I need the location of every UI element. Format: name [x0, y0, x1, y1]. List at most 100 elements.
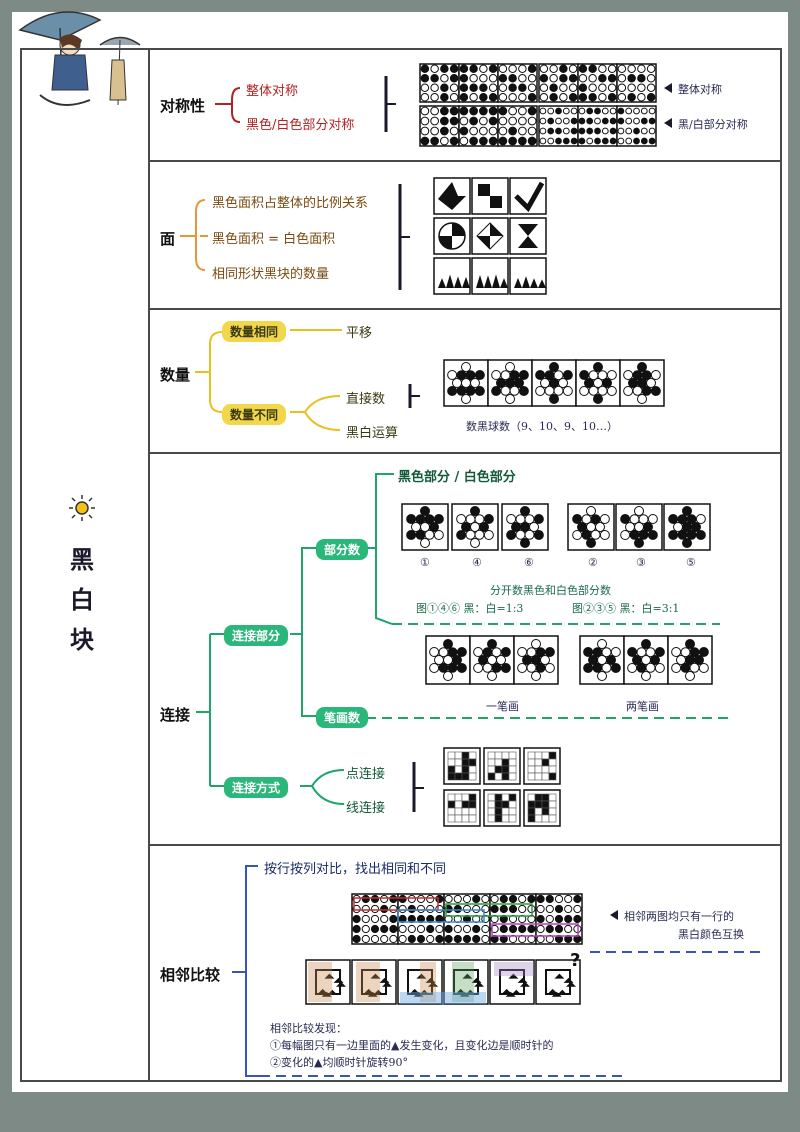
circled-number: ④ [472, 556, 482, 569]
figure-ball [593, 394, 603, 404]
figure-ball [474, 386, 485, 396]
figure-grid-square [508, 800, 517, 809]
area-branch: 黑色面积 = 白色面积 [212, 232, 336, 247]
figure-ball [447, 647, 458, 658]
figure-grid-square [501, 765, 510, 774]
figure-dot [488, 74, 498, 83]
figure-grid-square [461, 800, 470, 809]
figure-grid-square [461, 751, 470, 760]
figure-dot [361, 924, 370, 934]
figure-ball [623, 370, 634, 380]
circled-number: ① [420, 556, 430, 569]
symmetry-note: 整体对称 [678, 83, 722, 96]
figure-ball [529, 522, 539, 532]
main-title-char: 块 [70, 626, 96, 654]
figure-ball [526, 647, 537, 658]
figure-dot [499, 894, 508, 904]
figure-dot [352, 934, 361, 944]
figure-dot [549, 83, 558, 92]
figure-ball [668, 514, 679, 524]
highlight-box [353, 897, 439, 911]
count-leaf: 直接数 [346, 392, 386, 407]
figure-triangle [563, 977, 574, 983]
figure-dot [646, 74, 656, 83]
figure-dot [594, 127, 601, 135]
figure-dot [449, 136, 459, 146]
figure-ball [491, 647, 502, 658]
figure-ball [549, 394, 559, 404]
figure-shape [454, 276, 462, 288]
figure-dot [370, 924, 380, 934]
figure-ball [540, 655, 550, 665]
figure-dot [459, 64, 469, 73]
figure-ball [524, 514, 535, 525]
figure-dot [426, 934, 435, 944]
figure-grid-square [468, 751, 477, 760]
figure-ball [465, 370, 476, 381]
ratio-note: 图②③⑤ 黑：白=3:1 [572, 602, 680, 615]
figure-grid-square [548, 765, 557, 774]
figure-dot [545, 894, 554, 904]
figure-ball [583, 663, 594, 673]
figure-dot [469, 106, 478, 116]
figure-ball [474, 529, 485, 540]
figure-ball [592, 647, 603, 658]
figure-ball [535, 662, 546, 673]
figure-grid-square [541, 772, 550, 781]
figure-grid-square [454, 765, 463, 774]
figure-grid-square [534, 758, 543, 767]
figure-dot [527, 74, 537, 83]
figure-triangle [462, 973, 473, 979]
figure-triangle [465, 989, 476, 995]
figure-grid-square [501, 751, 510, 760]
area-branch: 黑色面积占整体的比例关系 [212, 196, 369, 211]
figure-shape [538, 279, 546, 288]
figure-dot [547, 107, 555, 115]
figure-dot [527, 116, 537, 126]
figure-ball [647, 514, 658, 524]
figure-ball [500, 647, 511, 657]
figure-grid-square [447, 751, 456, 760]
figure-triangle [551, 991, 562, 997]
figure-dot [527, 106, 537, 116]
figure-ball [610, 647, 621, 657]
figure-grid-square [494, 814, 503, 823]
figure-ball [562, 386, 573, 396]
figure-dot [462, 934, 472, 944]
figure-grid-square [461, 765, 470, 774]
highlight-box [494, 962, 534, 976]
figure-shape [462, 276, 470, 288]
figure-dot [380, 894, 389, 904]
figure-dot [459, 136, 469, 146]
figure-dot [598, 83, 607, 92]
figure-dot [559, 64, 568, 73]
figure-dot [539, 83, 549, 92]
figure-grid-square [494, 751, 503, 760]
figure-ball [517, 647, 528, 657]
figure-dot [601, 127, 609, 135]
figure-grid-square [548, 814, 557, 823]
figure-dot [578, 83, 588, 92]
figure-dot [498, 116, 508, 126]
figure-dot [617, 64, 627, 73]
figure-dot [586, 137, 594, 145]
figure-dot [539, 64, 549, 73]
figure-ball [540, 378, 550, 388]
figure-ball [434, 655, 444, 665]
question-mark: ? [570, 950, 581, 971]
figure-ball [629, 514, 640, 525]
figure-ball [500, 370, 511, 381]
figure-grid-square [461, 793, 470, 802]
figure-ball [535, 647, 546, 658]
circled-number: ⑥ [524, 556, 534, 569]
connect-leaf: 线连接 [346, 801, 386, 816]
figure-ball [682, 506, 692, 516]
figure-dot [527, 126, 537, 136]
figure-dot [469, 74, 478, 83]
figure-dot [568, 83, 578, 92]
figure-dot [617, 83, 627, 92]
figure-shape [518, 224, 538, 236]
figure-grid-square [541, 751, 550, 760]
figure-grid-square [461, 758, 470, 767]
